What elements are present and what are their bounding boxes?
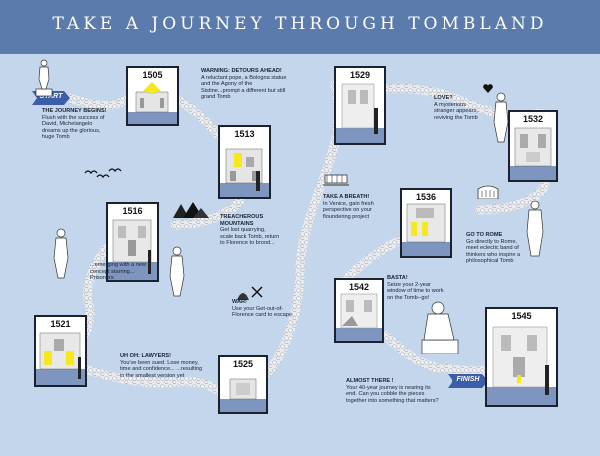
tomb-illustration bbox=[336, 83, 384, 143]
finish-label: FINISH bbox=[452, 376, 484, 383]
note-journey-begins: THE JOURNEY BEGINS! Flush with the succe… bbox=[42, 108, 108, 141]
statue-figure bbox=[493, 92, 509, 143]
statue-figure bbox=[526, 200, 544, 257]
statue-figure bbox=[169, 246, 185, 297]
tomb-illustration bbox=[220, 148, 269, 197]
note-heading: ALMOST THERE ! bbox=[346, 378, 394, 384]
note-heading: TAKE A BREATH! bbox=[323, 194, 370, 200]
heart-icon bbox=[483, 84, 493, 93]
tomb-illustration bbox=[36, 332, 85, 385]
moses-statue bbox=[421, 301, 459, 354]
note-body: You've been sued. Lose money, time and c… bbox=[120, 359, 203, 379]
crossed-swords-icon bbox=[251, 286, 263, 298]
page-title: TAKE A JOURNEY THROUGH TOMBLAND bbox=[52, 14, 548, 34]
note-emerging: ...emerging with a new concept starring.… bbox=[90, 262, 156, 282]
tomb-illustration bbox=[220, 378, 266, 412]
station-card-1525: 1525 bbox=[218, 355, 268, 414]
david-statue bbox=[35, 59, 53, 97]
station-card-1545: 1545 bbox=[485, 307, 558, 407]
note-body: Seize your 2-year window of time to work… bbox=[387, 281, 444, 301]
note-heading: UH OH: LAWYERS! bbox=[120, 353, 171, 359]
station-year: 1536 bbox=[415, 192, 437, 202]
note-heading: WAR! bbox=[232, 299, 247, 305]
tomb-illustration bbox=[336, 293, 382, 341]
note-body: Flush with the success of David, Michela… bbox=[42, 114, 105, 141]
note-love: LOVE? A mysterious stranger appears, rev… bbox=[434, 95, 484, 121]
note-body: Your 40-year journey is nearing its end.… bbox=[346, 384, 439, 404]
tomb-illustration bbox=[487, 326, 556, 405]
gondola-icon bbox=[323, 174, 349, 186]
note-heading: THE JOURNEY BEGINS! bbox=[42, 108, 107, 114]
note-war: WAR! Use your Get-out-of-Florence card t… bbox=[232, 299, 294, 319]
statue-figure bbox=[53, 228, 69, 279]
station-card-1521: 1521 bbox=[34, 315, 87, 387]
station-year: 1542 bbox=[348, 282, 370, 292]
start-label: START bbox=[37, 93, 65, 100]
note-basta: BASTA! Seize your 2-year window of time … bbox=[387, 275, 451, 301]
tomb-illustration bbox=[402, 203, 450, 256]
station-card-1529: 1529 bbox=[334, 66, 386, 145]
station-card-1532: 1532 bbox=[508, 110, 558, 182]
station-card-1542: 1542 bbox=[334, 278, 384, 343]
station-year: 1545 bbox=[511, 311, 532, 321]
tomb-illustration bbox=[128, 82, 177, 124]
tomb-illustration bbox=[510, 127, 556, 180]
colosseum-icon bbox=[477, 185, 499, 199]
station-year: 1525 bbox=[232, 359, 254, 369]
station-card-1513: 1513 bbox=[218, 125, 271, 199]
note-heading: LOVE? bbox=[434, 95, 453, 101]
note-heading: BASTA! bbox=[387, 275, 408, 281]
station-year: 1516 bbox=[122, 206, 143, 216]
birds-icon bbox=[84, 168, 122, 179]
dome-icon bbox=[237, 293, 249, 300]
note-heading: GO TO ROME bbox=[466, 232, 503, 238]
station-card-1505: 1505 bbox=[126, 66, 179, 126]
station-year: 1532 bbox=[522, 114, 544, 124]
note-heading: WARNING: DETOURS AHEAD! bbox=[201, 68, 282, 74]
note-body: In Venice, gain fresh perspective on you… bbox=[323, 200, 374, 220]
note-body: Go directly to Rome, meet eclectic band … bbox=[466, 238, 521, 265]
note-body: Get lost quarrying, scale back Tomb, ret… bbox=[220, 227, 280, 247]
note-body: Use your Get-out-of-Florence card to esc… bbox=[232, 305, 293, 319]
note-rome: GO TO ROME Go directly to Rome, meet ecl… bbox=[466, 232, 528, 265]
station-year: 1521 bbox=[50, 319, 71, 329]
note-lawyers: UH OH: LAWYERS! You've been sued. Lose m… bbox=[120, 353, 204, 379]
tomb-illustration bbox=[108, 219, 157, 280]
station-card-1536: 1536 bbox=[400, 188, 452, 258]
note-body: A reluctant pope, a Bologna statue and t… bbox=[201, 74, 287, 101]
note-body: ...emerging with a new concept starring.… bbox=[90, 262, 146, 282]
note-mountains: TREACHEROUS MOUNTAINS Get lost quarrying… bbox=[220, 214, 280, 247]
station-year: 1513 bbox=[234, 129, 255, 139]
note-body: A mysterious stranger appears, reviving … bbox=[434, 101, 478, 121]
station-card-1516: 1516 bbox=[106, 202, 159, 282]
note-heading: TREACHEROUS MOUNTAINS bbox=[220, 214, 264, 227]
note-detours: WARNING: DETOURS AHEAD! A reluctant pope… bbox=[201, 68, 287, 101]
note-breath: TAKE A BREATH! In Venice, gain fresh per… bbox=[323, 194, 387, 220]
station-year: 1529 bbox=[349, 70, 371, 80]
mountain-icon bbox=[173, 202, 209, 218]
header-banner: TAKE A JOURNEY THROUGH TOMBLAND bbox=[0, 0, 600, 54]
station-year: 1505 bbox=[142, 70, 163, 80]
note-almost-there: ALMOST THERE ! Your 40-year journey is n… bbox=[346, 378, 442, 404]
